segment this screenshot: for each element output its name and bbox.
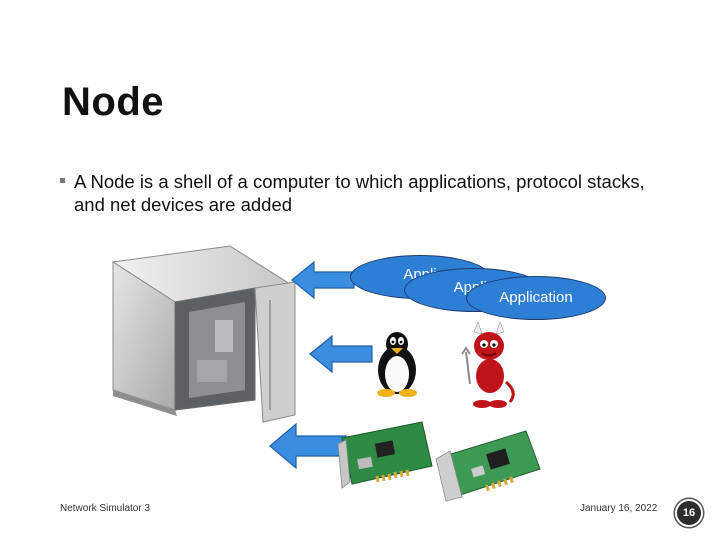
- footer-left-text: Network Simulator 3: [60, 503, 151, 514]
- slide-title: Node: [62, 80, 164, 124]
- footer-date: January 16, 2022: [580, 503, 658, 514]
- computer-case-image: [111, 245, 296, 423]
- network-card-image: [435, 430, 541, 502]
- bullet-text: A Node is a shell of a computer to which…: [74, 171, 645, 215]
- linux-penguin-icon: [377, 332, 417, 397]
- arrow-left-icon: [309, 334, 373, 374]
- network-card-image: [337, 421, 433, 489]
- bullet-marker: [60, 178, 65, 183]
- application-bubble: Application: [466, 276, 606, 320]
- bsd-daemon-icon: [461, 322, 515, 408]
- application-label: Application: [499, 289, 573, 306]
- arrow-left-icon: [291, 260, 355, 300]
- page-number-badge: 16: [675, 499, 703, 527]
- bullet-item: A Node is a shell of a computer to which…: [60, 170, 660, 216]
